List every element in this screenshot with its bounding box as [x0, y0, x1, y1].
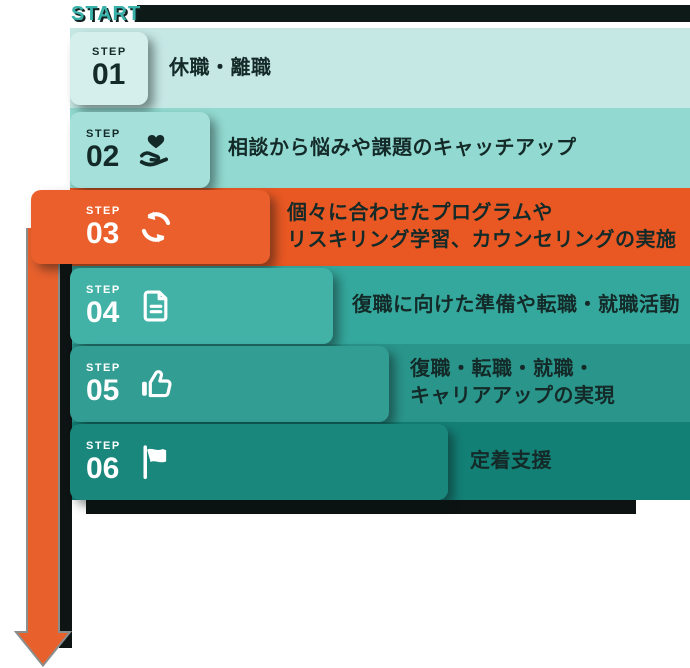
step-3-label-line1: 個々に合わせたプログラムや — [287, 202, 553, 224]
thumbs-up-icon — [141, 370, 172, 398]
stack-bottom-shadow — [86, 500, 636, 514]
step-1-box: STEP 01 — [70, 32, 148, 105]
step-3-label-line2: リスキリング学習、カウンセリングの実施 — [287, 229, 677, 251]
step-3-word: STEP — [86, 204, 121, 217]
down-arrow-icon — [14, 228, 73, 668]
step-5-label: 復職・転職・就職・ キャリアアップの実現 — [410, 344, 615, 422]
step-4-number: 04 — [86, 295, 120, 329]
step-6-label: 定着支援 — [470, 422, 552, 500]
step-3-number: 03 — [86, 216, 120, 250]
step-6-number: 06 — [86, 451, 120, 485]
document-icon — [143, 290, 168, 322]
step-1-word: STEP — [92, 46, 127, 58]
step-4-label-line: 復職に向けた準備や転職・就職活動 — [352, 293, 680, 316]
step-2-word: STEP — [86, 127, 121, 140]
step-2-box: STEP 02 — [70, 112, 210, 188]
step-2-label-line: 相談から悩みや課題のキャッチアップ — [228, 136, 577, 159]
step-4-label: 復職に向けた準備や転職・就職活動 — [352, 266, 680, 344]
flag-icon — [143, 445, 166, 479]
step-3-box: STEP 03 — [31, 190, 270, 264]
top-shadow-bar — [137, 5, 690, 22]
cycle-icon — [141, 211, 170, 243]
step-3-label: 個々に合わせたプログラムや リスキリング学習、カウンセリングの実施 — [287, 188, 677, 266]
step-5-box: STEP 05 — [70, 346, 389, 422]
step-5-label-line1: 復職・転職・就職・ — [410, 358, 595, 380]
step-4-word: STEP — [86, 283, 121, 296]
start-label: START — [71, 3, 142, 25]
hand-heart-icon — [139, 134, 168, 167]
step-5-word: STEP — [86, 361, 121, 374]
step-5-label-line2: キャリアアップの実現 — [410, 385, 615, 407]
step-2-number: 02 — [86, 139, 120, 173]
step-1-label-line: 休職・離職 — [169, 56, 272, 79]
step-6-box: STEP 06 — [70, 424, 448, 500]
step-4-box: STEP 04 — [70, 268, 333, 344]
step-5-number: 05 — [86, 373, 120, 407]
step-1-label: 休職・離職 — [169, 28, 272, 108]
step-6-word: STEP — [86, 439, 121, 452]
step-1-band — [70, 28, 690, 108]
step-2-label: 相談から悩みや課題のキャッチアップ — [228, 108, 577, 188]
step-6-label-line: 定着支援 — [470, 449, 552, 472]
step-1-number: 01 — [92, 58, 126, 91]
arrow-side-shadow — [59, 235, 72, 648]
